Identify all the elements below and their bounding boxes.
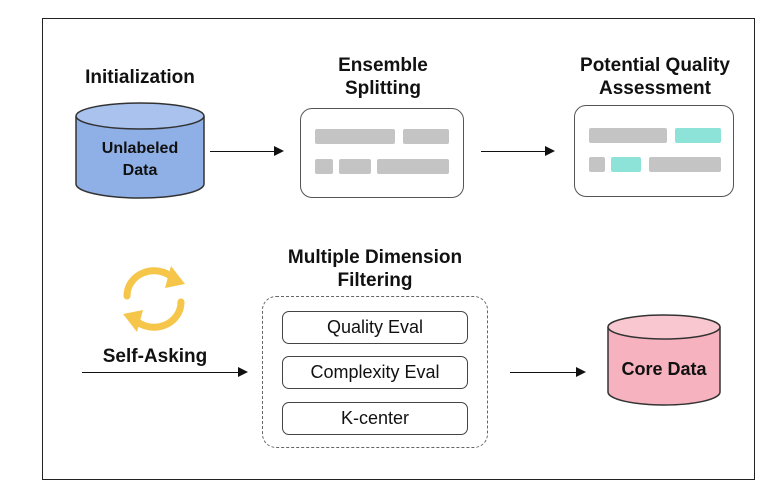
filtering-group-box: [262, 296, 488, 448]
self-asking-label: Self-Asking: [102, 346, 208, 367]
core-data-cylinder: [607, 314, 721, 406]
arrow-to-quality-assessment: [481, 145, 555, 156]
core-data-text: Core Data: [621, 359, 707, 379]
arrow-to-core-data: [510, 366, 586, 377]
ensemble-splitting-card: [300, 108, 464, 198]
quality-highlight-bar: [675, 128, 721, 143]
placeholder-bar: [315, 129, 395, 144]
potential-quality-card: [574, 105, 734, 197]
quality-highlight-bar: [611, 157, 641, 172]
arrow-to-filtering: [82, 366, 248, 377]
placeholder-bar: [315, 159, 333, 174]
placeholder-bar: [377, 159, 449, 174]
cycle-arrows-icon: [123, 266, 185, 332]
potential-quality-assessment-label: Potential Quality Assessment: [580, 55, 730, 99]
unlabeled-data-cylinder: [75, 102, 205, 199]
placeholder-bar: [403, 129, 449, 144]
placeholder-bar: [649, 157, 721, 172]
k-center-box: K-center: [282, 402, 468, 435]
initialization-label: Initialization: [85, 67, 195, 88]
multiple-dimension-filtering-label: Multiple Dimension Filtering: [287, 247, 463, 291]
unlabeled-data-text: Unlabeled Data: [101, 140, 179, 179]
placeholder-bar: [589, 157, 605, 172]
placeholder-bar: [589, 128, 667, 143]
arrow-to-ensemble: [210, 145, 284, 156]
placeholder-bar: [339, 159, 371, 174]
ensemble-splitting-label: Ensemble Splitting: [338, 55, 428, 99]
complexity-eval-box: Complexity Eval: [282, 356, 468, 389]
quality-eval-box: Quality Eval: [282, 311, 468, 344]
